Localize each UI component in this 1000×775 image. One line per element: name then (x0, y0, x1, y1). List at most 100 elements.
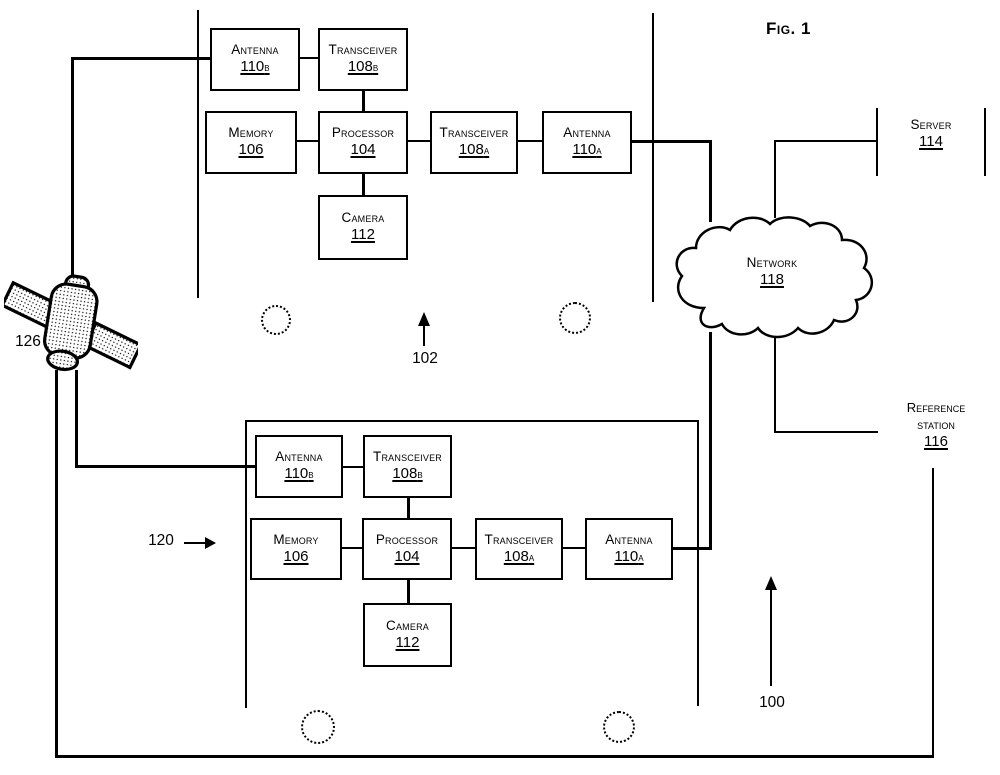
component-name: Transceiver (484, 531, 554, 547)
vehicle-bottom-top-edge (245, 420, 699, 422)
box-antenna-110a-bottom: Antenna 110a (585, 518, 673, 580)
arrow-right-120-icon (205, 537, 216, 549)
box-transceiver-108b-top: Transceiver 108b (318, 28, 408, 91)
component-ref: 104 (350, 141, 376, 159)
reference-station-ref: 116 (924, 433, 948, 451)
arrow-100-shaft (770, 589, 772, 686)
reference-station-name-line2: station (917, 416, 955, 432)
figure-title: Fig. 1 (766, 19, 811, 38)
network-label-group: Network 118 (716, 255, 828, 289)
arrow-120-shaft (184, 542, 206, 544)
server-left-edge (876, 108, 878, 176)
component-ref: 104 (394, 547, 420, 565)
box-transceiver-108b-bottom: Transceiver 108b (363, 435, 452, 498)
line-network-down-left (709, 332, 712, 550)
line-memory-processor-top (297, 140, 318, 142)
component-name: Transceiver (373, 449, 442, 465)
line-network-up-right (774, 142, 776, 218)
line-processor-camera-bottom (407, 580, 410, 603)
line-reference-station-down (932, 468, 934, 758)
wheel-icon (603, 711, 635, 743)
component-ref: 112 (351, 226, 375, 244)
label-102: 102 (412, 350, 438, 367)
label-100: 100 (759, 694, 785, 711)
component-name: Antenna (563, 125, 611, 141)
component-name: Antenna (231, 42, 279, 58)
component-ref: 106 (283, 547, 309, 565)
box-memory-106-bottom: Memory 106 (250, 518, 342, 580)
box-antenna-110b-bottom: Antenna 110b (255, 435, 343, 498)
line-memory-processor-bottom (342, 547, 362, 549)
component-ref: 108b (392, 465, 423, 483)
label-126: 126 (15, 333, 41, 350)
line-transceivera-antennaa-bottom (563, 547, 585, 549)
arrow-up-100-icon (765, 576, 777, 590)
line-network-down-right (774, 332, 776, 433)
line-antennab-transceiverb-bottom (343, 466, 363, 468)
server-name: Server (910, 117, 952, 132)
vehicle-bottom-right-edge (697, 420, 699, 706)
line-antennab-transceiverb-top (300, 57, 318, 59)
line-satellite-to-bottom-antenna (75, 465, 255, 468)
component-name: Antenna (275, 449, 323, 465)
vehicle-top-left-edge (197, 10, 199, 298)
box-transceiver-108a-top: Transceiver 108a (430, 111, 518, 174)
wheel-icon (559, 302, 591, 334)
line-network-reference-station (774, 431, 878, 433)
line-processor-transceivera-top (408, 140, 430, 142)
box-camera-112-top: Camera 112 (318, 195, 408, 260)
line-satellite-uplink-top (71, 57, 74, 285)
component-name: Transceiver (439, 125, 509, 141)
line-satellite-downlink-left (55, 370, 58, 758)
line-satellite-to-top-antenna (72, 57, 212, 60)
line-network-up-left (709, 142, 712, 222)
server-right-edge (984, 108, 986, 176)
component-name: Processor (375, 531, 439, 547)
reference-station-name-line1: Reference (906, 400, 966, 415)
component-name: Processor (331, 125, 395, 141)
box-processor-104-top: Processor 104 (318, 111, 408, 174)
box-memory-106-top: Memory 106 (205, 111, 297, 174)
arrow-up-102-icon (418, 312, 430, 326)
vehicle-top-right-edge (652, 13, 654, 302)
component-ref: 108b (347, 58, 379, 76)
box-processor-104-bottom: Processor 104 (362, 518, 452, 580)
wheel-icon (261, 305, 291, 335)
line-bottom-ground (55, 755, 934, 758)
line-transceivera-antennaa-top (518, 140, 542, 142)
component-ref: 110a (614, 547, 644, 565)
network-ref: 118 (760, 271, 784, 289)
line-transceiverb-processor-top (362, 91, 365, 111)
server-ref: 114 (919, 133, 943, 151)
line-network-antennaa-bottom (673, 547, 712, 550)
box-antenna-110b-top: Antenna 110b (210, 28, 300, 91)
component-name: Memory (273, 531, 319, 547)
network-name: Network (746, 255, 798, 270)
component-ref: 106 (238, 141, 264, 159)
line-antennaa-network-top (632, 140, 712, 143)
reference-station-label-group: Reference station 116 (888, 400, 984, 450)
label-120: 120 (148, 532, 174, 549)
vehicle-bottom-left-edge (245, 420, 247, 708)
component-name: Camera (386, 617, 429, 633)
box-transceiver-108a-bottom: Transceiver 108a (475, 518, 563, 580)
line-transceiverb-processor-bottom (407, 498, 410, 518)
box-antenna-110a-top: Antenna 110a (542, 111, 632, 174)
component-ref: 110b (240, 58, 270, 76)
wheel-icon (301, 710, 335, 744)
line-satellite-downlink-right (75, 370, 78, 467)
component-ref: 108a (458, 141, 490, 159)
line-processor-transceivera-bottom (452, 547, 475, 549)
network-cloud-icon (675, 216, 874, 339)
box-camera-112-bottom: Camera 112 (363, 603, 452, 667)
component-ref: 110b (284, 465, 314, 483)
line-processor-camera-top (362, 174, 365, 195)
component-name: Memory (228, 125, 274, 141)
component-ref: 112 (395, 633, 420, 651)
component-name: Transceiver (328, 42, 398, 58)
server-label-group: Server 114 (880, 117, 982, 151)
component-name: Antenna (605, 531, 653, 547)
arrow-102-shaft (423, 324, 425, 346)
line-network-server (774, 140, 877, 142)
